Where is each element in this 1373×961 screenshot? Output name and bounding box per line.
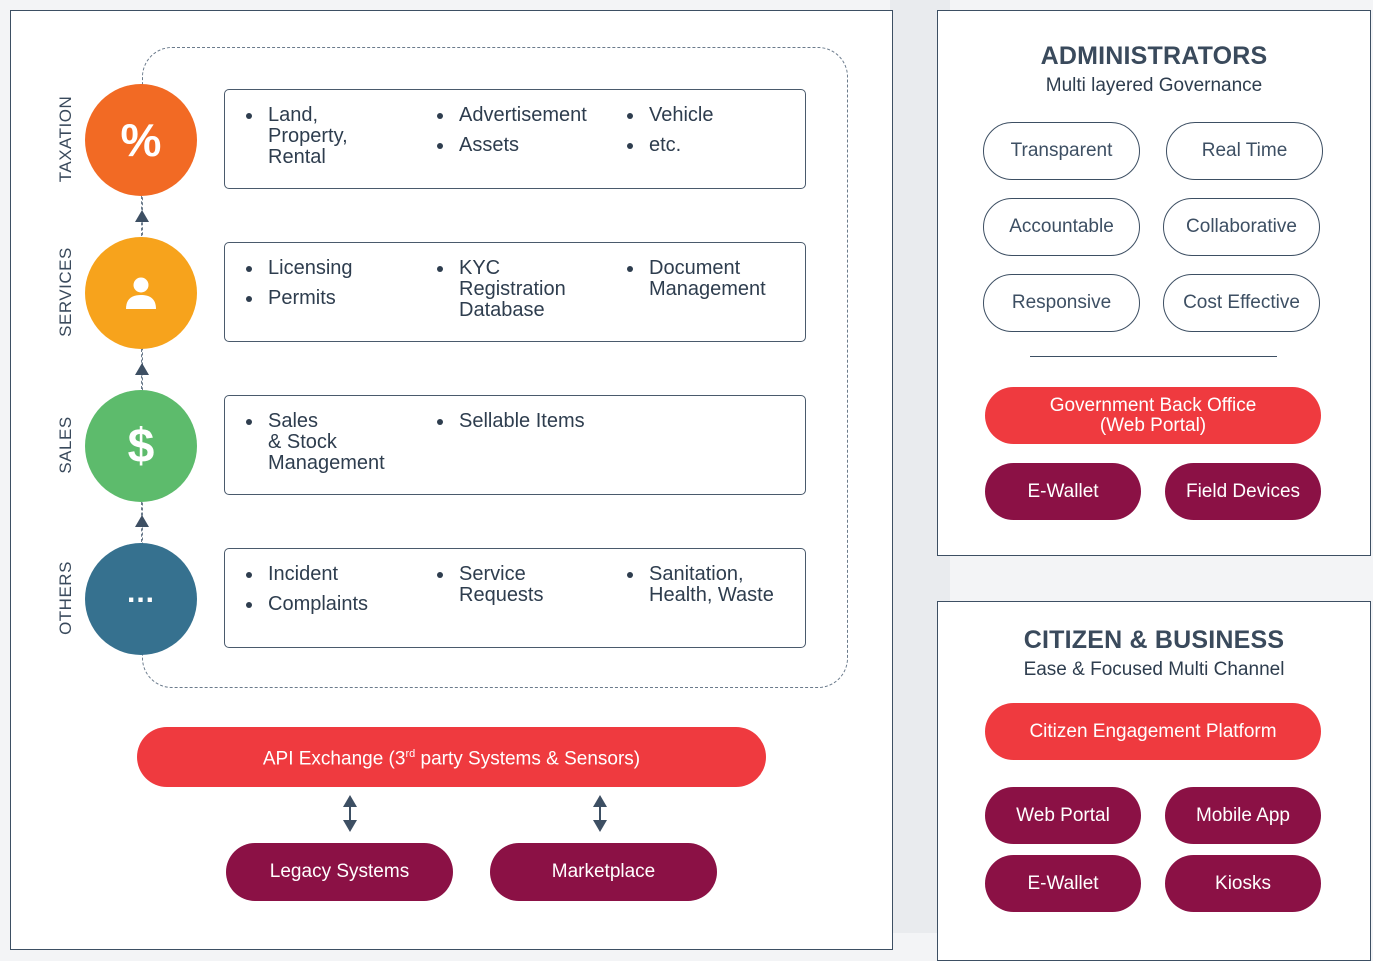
api-exchange-bar[interactable]: API Exchange (3rd party Systems & Sensor… bbox=[137, 727, 766, 787]
list-item: Permits bbox=[244, 288, 336, 309]
list-item: Sales & Stock Management bbox=[244, 411, 385, 474]
marketplace-pill[interactable]: Marketplace bbox=[490, 843, 717, 901]
taxation-box: Land, Property, Rental Advertisement Ass… bbox=[224, 89, 806, 189]
citizen-business-title: CITIZEN & BUSINESS bbox=[1023, 626, 1285, 654]
person-icon bbox=[126, 277, 156, 309]
field-devices-pill[interactable]: Field Devices bbox=[1165, 463, 1321, 520]
arrow-up-icon bbox=[343, 795, 357, 807]
connector-line bbox=[599, 806, 601, 830]
list-item: Document Management bbox=[625, 258, 766, 300]
percent-icon: % bbox=[120, 114, 162, 166]
arrow-up-icon bbox=[593, 795, 607, 807]
quality-cost-effective: Cost Effective bbox=[1163, 274, 1320, 332]
arrow-down-icon bbox=[593, 820, 607, 832]
others-circle[interactable]: ... bbox=[85, 543, 197, 655]
connector-line bbox=[349, 806, 351, 830]
list-item: Vehicle bbox=[625, 105, 714, 126]
list-item: Sanitation, Health, Waste bbox=[625, 564, 774, 606]
taxation-circle[interactable]: % bbox=[85, 84, 197, 196]
arrow-up-icon bbox=[135, 363, 149, 375]
list-item: Assets bbox=[435, 135, 519, 156]
api-exchange-label: API Exchange (3rd party Systems & Sensor… bbox=[262, 748, 641, 770]
arrow-up-icon bbox=[135, 210, 149, 222]
category-label-others: OTHERS bbox=[56, 561, 75, 635]
quality-real-time: Real Time bbox=[1166, 122, 1323, 180]
citizen-engagement-platform-pill[interactable]: Citizen Engagement Platform bbox=[985, 703, 1321, 760]
kiosks-pill[interactable]: Kiosks bbox=[1165, 855, 1321, 912]
quality-responsive: Responsive bbox=[983, 274, 1140, 332]
sales-box: Sales & Stock Management Sellable Items bbox=[224, 395, 806, 495]
web-portal-pill[interactable]: Web Portal bbox=[985, 787, 1141, 844]
arrow-up-icon bbox=[135, 515, 149, 527]
list-item: Sellable Items bbox=[435, 411, 585, 432]
others-box: Incident Complaints Service Requests San… bbox=[224, 548, 806, 648]
list-item: etc. bbox=[625, 135, 681, 156]
mobile-app-pill[interactable]: Mobile App bbox=[1165, 787, 1321, 844]
admin-ewallet-pill[interactable]: E-Wallet bbox=[985, 463, 1141, 520]
government-back-office-pill[interactable]: Government Back Office (Web Portal) bbox=[985, 387, 1321, 444]
list-item: Advertisement bbox=[435, 105, 587, 126]
category-label-services: SERVICES bbox=[56, 247, 75, 337]
arrow-down-icon bbox=[343, 820, 357, 832]
legacy-systems-pill[interactable]: Legacy Systems bbox=[226, 843, 453, 901]
list-item: Licensing bbox=[244, 258, 353, 279]
administrators-title: ADMINISTRATORS bbox=[1040, 42, 1268, 70]
ellipsis-icon: ... bbox=[126, 576, 155, 609]
divider bbox=[1030, 356, 1277, 357]
dollar-icon: $ bbox=[127, 419, 155, 473]
quality-transparent: Transparent bbox=[983, 122, 1140, 180]
quality-accountable: Accountable bbox=[983, 198, 1140, 256]
sales-circle[interactable]: $ bbox=[85, 390, 197, 502]
list-item: KYC Registration Database bbox=[435, 258, 566, 321]
services-box: Licensing Permits KYC Registration Datab… bbox=[224, 242, 806, 342]
citizen-business-subtitle: Ease & Focused Multi Channel bbox=[1023, 659, 1285, 680]
citizen-ewallet-pill[interactable]: E-Wallet bbox=[985, 855, 1141, 912]
quality-collaborative: Collaborative bbox=[1163, 198, 1320, 256]
list-item: Complaints bbox=[244, 594, 368, 615]
administrators-subtitle: Multi layered Governance bbox=[1045, 75, 1263, 96]
list-item: Service Requests bbox=[435, 564, 544, 606]
category-label-sales: SALES bbox=[56, 416, 75, 474]
services-circle[interactable] bbox=[85, 237, 197, 349]
category-label-taxation: TAXATION bbox=[56, 95, 75, 183]
list-item: Land, Property, Rental bbox=[244, 105, 348, 168]
list-item: Incident bbox=[244, 564, 338, 585]
